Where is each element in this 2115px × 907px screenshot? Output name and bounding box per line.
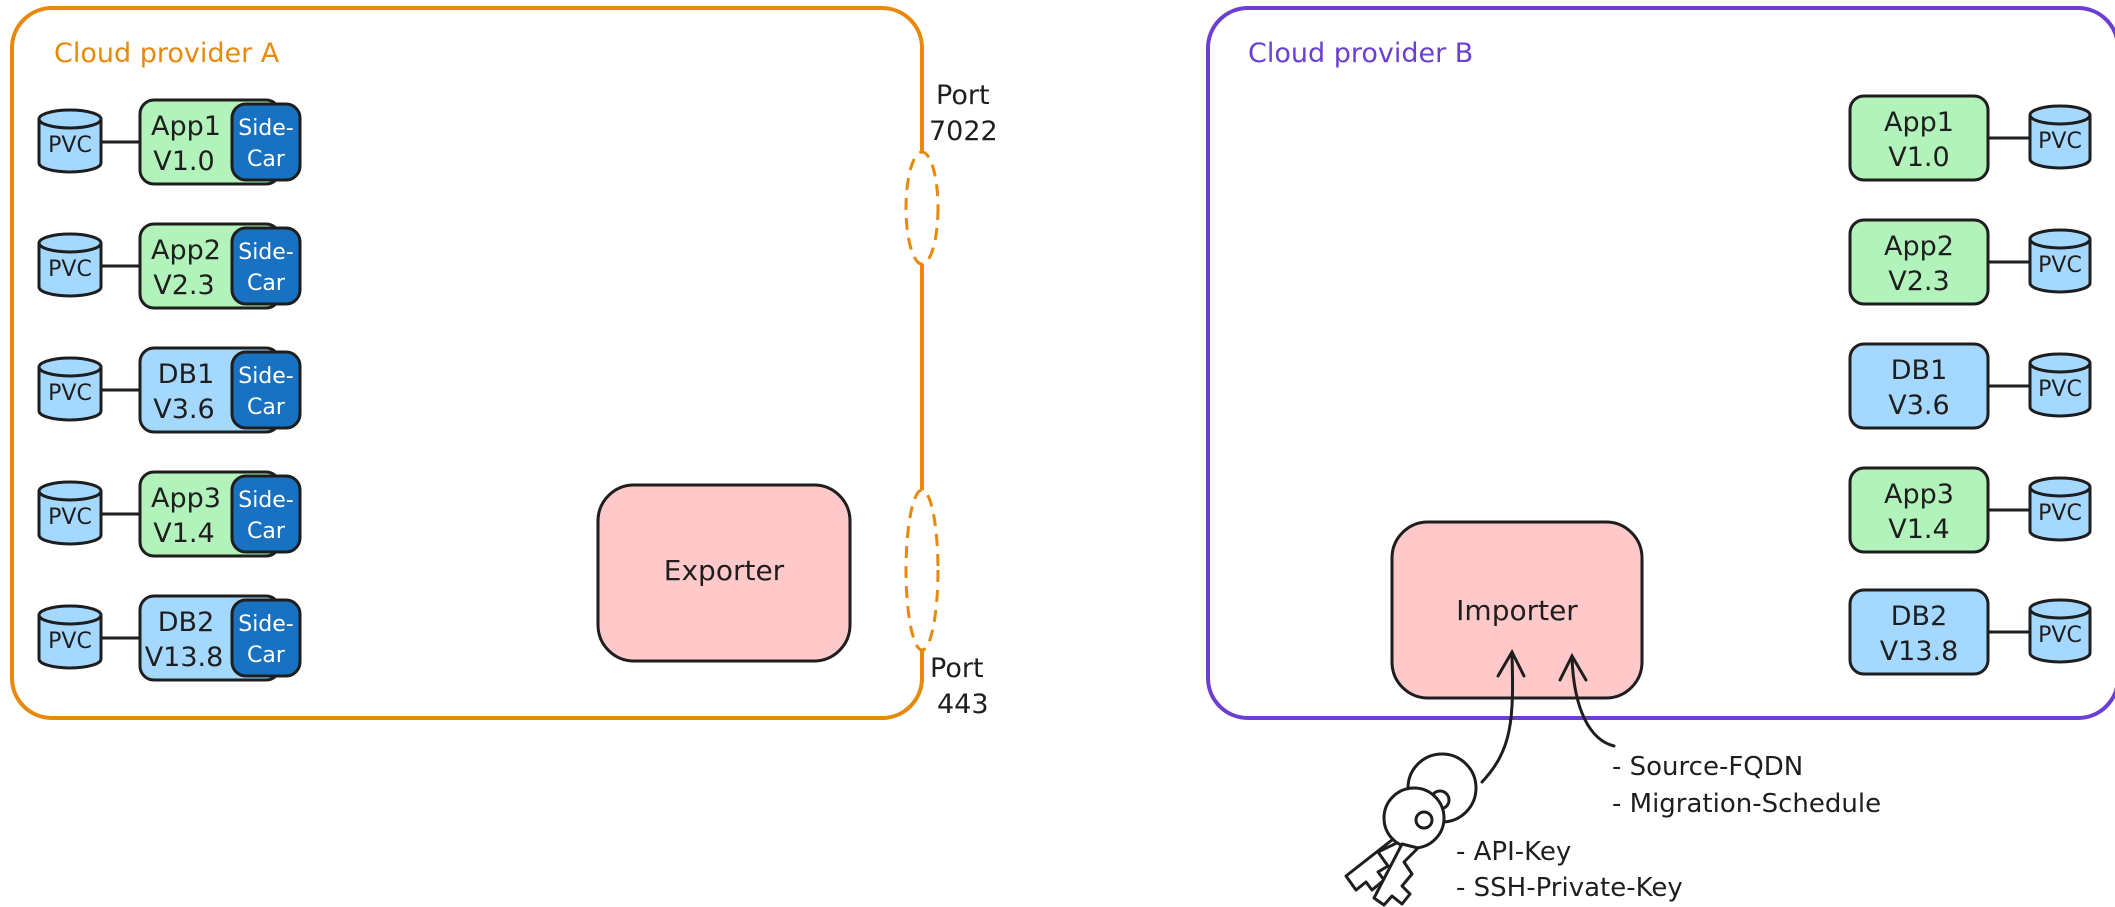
workload-name: App3 [1884,479,1954,510]
pvc-cylinder: PVC [37,604,103,670]
pvc-cylinder: PVC [37,232,103,298]
pvc-label: PVC [48,133,92,158]
pvc-label: PVC [2038,623,2082,648]
sidecar-label-top: Side- [238,116,294,141]
workload-version: V1.4 [1888,514,1949,545]
cloud-provider-b-title: Cloud provider B [1248,38,1473,69]
pvc-label: PVC [2038,129,2082,154]
config-note-source-fqdn: - Source-FQDN [1612,752,1803,782]
port-7022-label-line2: 7022 [929,116,998,147]
pvc-label: PVC [2038,253,2082,278]
pvc-cylinder: PVC [2028,598,2092,664]
keys-to-importer-arrow [1480,648,1526,784]
workload-version: V1.4 [153,518,214,549]
provider-b-workloads: App1V1.0PVCApp2V2.3PVCDB1V3.6PVCApp3V1.4… [1848,94,2092,676]
pvc-cylinder: PVC [37,480,103,546]
sidecar-label-top: Side- [238,364,294,389]
sidecar-label-bottom: Car [247,643,286,668]
workload-version: V3.6 [153,394,214,425]
sidecar-label-bottom: Car [247,395,286,420]
cloud-provider-a: Cloud provider A PVCApp1V1.0Side-CarPVCA… [10,6,998,720]
workload-version: V2.3 [1888,266,1949,297]
workload-version: V1.0 [1888,142,1949,173]
pvc-label: PVC [48,257,92,282]
port-7022-opening [904,150,940,266]
workload-version: V3.6 [1888,390,1949,421]
workload-name: DB1 [1891,355,1948,386]
workload-name: DB2 [158,607,215,638]
sidecar-label-bottom: Car [247,519,286,544]
cloud-provider-b: Cloud provider B App1V1.0PVCApp2V2.3PVCD… [1206,6,2115,720]
port-443-opening [904,488,940,652]
sidecar-box [230,226,302,306]
pvc-label: PVC [2038,501,2082,526]
workload-name: DB1 [158,359,215,390]
pvc-cylinder: PVC [2028,476,2092,542]
sidecar-box [230,102,302,182]
cloud-provider-a-title: Cloud provider A [54,38,280,69]
workload-version: V1.0 [153,146,214,177]
port-443-label-line2: 443 [937,689,989,720]
workload-name: App1 [151,111,221,142]
workload-name: DB2 [1891,601,1948,632]
port-443-label-line1: Port [930,653,984,684]
pvc-cylinder: PVC [37,356,103,422]
pvc-cylinder: PVC [2028,104,2092,170]
pvc-cylinder: PVC [2028,352,2092,418]
sidecar-label-top: Side- [238,612,294,637]
sidecar-label-bottom: Car [247,271,286,296]
provider-a-workloads: PVCApp1V1.0Side-CarPVCApp2V2.3Side-CarPV… [37,98,302,682]
sidecar-label-top: Side- [238,488,294,513]
workload-version: V2.3 [153,270,214,301]
pvc-label: PVC [48,505,92,530]
key-note-api-key: - API-Key [1456,837,1571,867]
sidecar-box [230,350,302,430]
pvc-cylinder: PVC [2028,228,2092,294]
workload-version: V13.8 [145,642,224,673]
port-7022-label-line1: Port [936,80,990,111]
workload-name: App1 [1884,107,1954,138]
cloud-provider-b-boundary [1206,6,2115,720]
sidecar-label-top: Side- [238,240,294,265]
pvc-label: PVC [2038,377,2082,402]
pvc-label: PVC [48,629,92,654]
exporter-node: Exporter [596,483,852,663]
config-note-migration-schedule: - Migration-Schedule [1612,789,1881,819]
keys-icon [1344,752,1478,907]
sidecar-box [230,474,302,554]
pvc-cylinder: PVC [37,108,103,174]
sidecar-box [230,598,302,678]
exporter-label: Exporter [664,554,785,587]
config-to-importer-arrow [1558,652,1616,748]
cloud-provider-a-boundary [10,6,924,720]
pvc-label: PVC [48,381,92,406]
key-note-ssh-private-key: - SSH-Private-Key [1456,873,1683,903]
importer-node: Importer [1390,520,1644,700]
sidecar-label-bottom: Car [247,147,286,172]
workload-name: App3 [151,483,221,514]
workload-name: App2 [1884,231,1954,262]
workload-name: App2 [151,235,221,266]
importer-label: Importer [1456,594,1578,627]
workload-version: V13.8 [1880,636,1959,667]
